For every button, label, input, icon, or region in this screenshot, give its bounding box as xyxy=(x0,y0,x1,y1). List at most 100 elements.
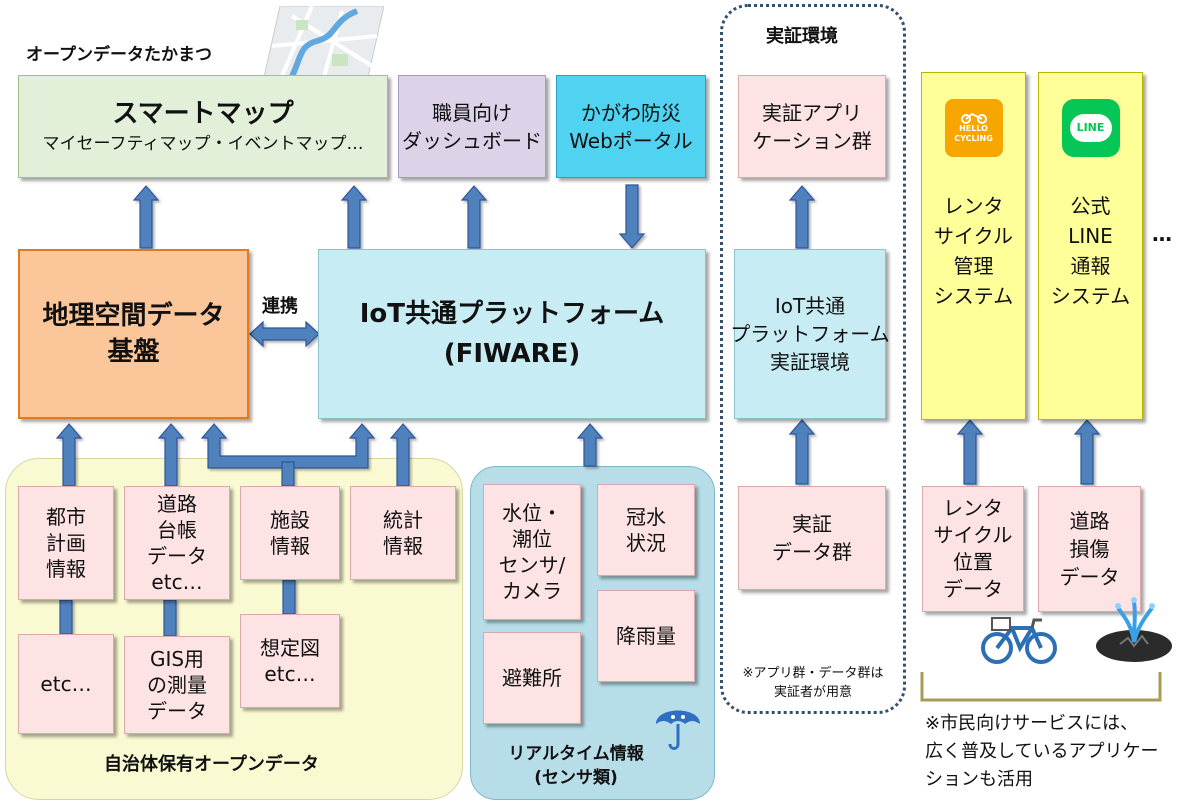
open-data-takamatsu-title: オープンデータたかまつ xyxy=(26,45,212,65)
citizen-bracket xyxy=(920,672,1162,702)
hello-cycling-logo-text1: HELLO xyxy=(959,124,988,133)
demo-apps-line2: ケーション群 xyxy=(752,128,872,153)
city-plan-line3: 情報 xyxy=(46,557,86,581)
rental-cycle-mgmt-line1: レンタ xyxy=(943,194,1004,218)
geo-platform-line2: 基盤 xyxy=(107,337,160,367)
arrow-statistics-to-iot xyxy=(389,423,417,487)
demo-apps-box: 実証アプリ ケーション群 xyxy=(738,75,886,178)
connector-roadledger-gis xyxy=(163,599,177,637)
flooding-line1: 冠水 xyxy=(626,505,666,529)
water-level-line2: 潮位 xyxy=(512,527,552,551)
water-level-line1: 水位・ xyxy=(502,501,562,525)
demo-note-line2: 実証者が用意 xyxy=(773,685,852,700)
hazard-map-line1: 想定図 xyxy=(260,636,320,660)
smart-map-box: スマートマップ マイセーフティマップ・イベントマップ… xyxy=(18,75,388,178)
road-ledger-line1: 道路 xyxy=(157,492,197,516)
hazard-map-box: 想定図 etc… xyxy=(240,614,340,708)
arrow-demo-iot-to-apps xyxy=(788,185,816,249)
kagawa-disaster-portal-box: かがわ防災 Webポータル xyxy=(556,75,706,178)
water-level-sensor-box: 水位・ 潮位 センサ/ カメラ xyxy=(483,484,581,620)
gis-survey-line2: の測量 xyxy=(147,673,207,697)
link-label: 連携 xyxy=(262,296,298,317)
smart-map-subtitle: マイセーフティマップ・イベントマップ… xyxy=(42,133,364,154)
connector-cityplan-etc xyxy=(59,599,73,635)
rental-cycle-data-line4: データ xyxy=(943,577,1003,601)
arrow-link-double xyxy=(249,320,320,348)
arrow-cycle-data-to-mgmt xyxy=(956,419,984,485)
staff-dashboard-box: 職員向け ダッシュボード xyxy=(398,75,546,178)
demo-note-line1: ※アプリ群・データ群は xyxy=(742,666,884,681)
rental-cycle-mgmt-line4: システム xyxy=(933,284,1014,308)
line-report-system-box: LINE 公式 LINE 通報 システム xyxy=(1038,72,1143,420)
line-report-line2: LINE xyxy=(1068,224,1113,248)
demo-environment-title: 実証環境 xyxy=(766,26,838,47)
rental-cycle-mgmt-line2: サイクル xyxy=(934,224,1013,248)
demo-data-line1: 実証 xyxy=(792,512,832,536)
flooding-status-box: 冠水 状況 xyxy=(597,484,695,576)
staff-dashboard-line1: 職員向け xyxy=(432,100,512,125)
arrow-cityplan-to-geo xyxy=(55,423,83,487)
demo-data-box: 実証 データ群 xyxy=(738,486,886,590)
etc-label: etc… xyxy=(40,672,92,696)
road-damage-line3: データ xyxy=(1059,565,1120,589)
arrow-demo-data-to-iot xyxy=(788,419,816,485)
realtime-label-line2: (センサ類) xyxy=(534,768,618,788)
iot-platform-line1: IoT共通プラットフォーム xyxy=(359,299,665,329)
citizen-note-line3: ションも活用 xyxy=(925,769,1033,790)
line-report-line3: 通報 xyxy=(1070,254,1111,278)
water-level-line3: センサ/ xyxy=(498,553,566,577)
line-report-line4: システム xyxy=(1050,284,1131,308)
etc-box: etc… xyxy=(18,634,114,734)
arrow-portal-to-iot xyxy=(618,184,646,249)
road-ledger-line2: 台帳 xyxy=(157,518,197,542)
demo-iot-line2: プラットフォーム xyxy=(730,322,890,346)
rental-cycle-data-line2: サイクル xyxy=(933,523,1013,547)
statistics-line1: 統計 xyxy=(383,508,423,532)
demo-iot-line3: 実証環境 xyxy=(770,350,850,374)
flooding-line2: 状況 xyxy=(626,531,666,555)
demo-data-line2: データ群 xyxy=(772,540,852,564)
gis-survey-line1: GIS用 xyxy=(149,647,205,671)
arrow-facility-stem xyxy=(281,461,295,487)
road-damage-line2: 損傷 xyxy=(1069,537,1110,561)
umbrella-character-icon xyxy=(654,696,702,752)
rainfall-label: 降雨量 xyxy=(616,624,676,648)
municipal-open-data-label: 自治体保有オープンデータ xyxy=(104,754,319,775)
connector-facility-hazard xyxy=(282,579,296,615)
demo-iot-platform-box: IoT共通 プラットフォーム 実証環境 xyxy=(730,249,890,419)
road-damage-line1: 道路 xyxy=(1069,509,1110,533)
road-ledger-data-box: 道路 台帳 データ etc… xyxy=(124,486,230,600)
shelter-label: 避難所 xyxy=(502,666,562,690)
facility-line1: 施設 xyxy=(270,508,310,532)
staff-dashboard-line2: ダッシュボード xyxy=(402,128,542,153)
hello-cycling-logo-icon: HELLO CYCLING xyxy=(944,99,1003,157)
line-logo-icon: LINE xyxy=(1061,99,1120,157)
line-logo-text: LINE xyxy=(1069,114,1112,142)
arrow-iot-to-smartmap xyxy=(340,185,368,249)
hello-cycling-logo-text2: CYCLING xyxy=(954,134,993,143)
map-thumbnail-icon xyxy=(261,5,385,88)
kagawa-portal-line1: かがわ防災 xyxy=(581,100,681,125)
rainfall-box: 降雨量 xyxy=(597,590,695,682)
line-report-line1: 公式 xyxy=(1070,194,1111,218)
arrow-roadledger-to-geo xyxy=(157,423,185,487)
arrow-facility-merge-geo xyxy=(200,423,376,469)
city-plan-line2: 計画 xyxy=(46,531,86,555)
realtime-label-line1: リアルタイム情報 xyxy=(508,744,644,764)
gis-survey-data-box: GIS用 の測量 データ xyxy=(124,636,230,734)
hazard-map-line2: etc… xyxy=(264,662,316,686)
more-ellipsis: … xyxy=(1152,222,1172,246)
rental-cycle-data-line1: レンタ xyxy=(943,496,1003,520)
demo-apps-line1: 実証アプリ xyxy=(762,100,862,125)
demo-note: ※アプリ群・データ群は 実証者が用意 xyxy=(734,664,892,702)
rental-cycle-location-data-box: レンタ サイクル 位置 データ xyxy=(922,486,1024,612)
road-ledger-line3: データ xyxy=(147,544,207,568)
citizen-note-line1: ※市民向けサービスには、 xyxy=(925,713,1139,734)
rental-cycle-mgmt-line3: 管理 xyxy=(953,254,994,278)
water-level-line4: カメラ xyxy=(502,579,562,603)
rental-cycle-data-line3: 位置 xyxy=(953,550,993,574)
smart-map-title: スマートマップ xyxy=(112,98,294,129)
bicycle-icon xyxy=(980,614,1058,666)
